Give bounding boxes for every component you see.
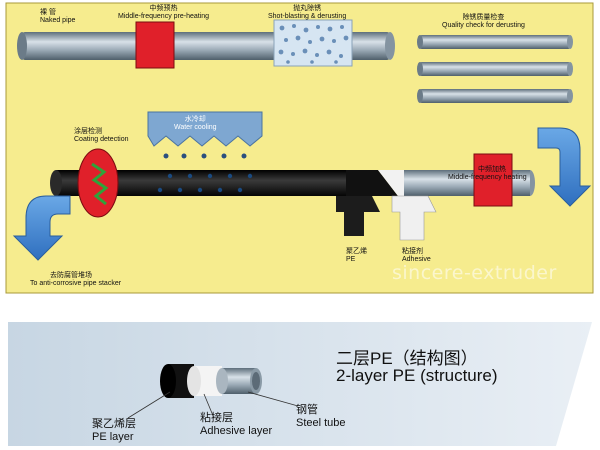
label-water-cooling: 水冷却 Water cooling — [174, 116, 217, 132]
pe-stream — [336, 196, 380, 236]
label-shot-blast-en: Shot-blasting & derusting — [268, 13, 347, 20]
label-coating-detection-en: Coating detection — [74, 136, 129, 143]
label-quality: 除锈质量检查 Quality check for derusting — [442, 14, 525, 30]
shot-blast-box — [273, 19, 353, 67]
label-pe-layer-en: PE layer — [92, 431, 134, 443]
label-adhesive-layer-zh: 粘接层 — [200, 412, 233, 424]
adhesive-stream — [391, 195, 437, 241]
label-coating-detection-zh: 涂层检测 — [74, 128, 102, 135]
label-water-cooling-en: Water cooling — [174, 124, 217, 131]
preheater-block — [135, 21, 175, 69]
structure-title-zh: 二层PE（结构图） — [336, 349, 478, 368]
label-steel-tube: 钢管 Steel tube — [296, 404, 346, 430]
label-stacker: 去防腐管堆场 To anti-corrosive pipe stacker — [30, 272, 121, 288]
watermark: sincere-extruder — [392, 262, 557, 284]
label-pe-zh: 聚乙烯 — [346, 248, 367, 255]
heater-block — [473, 153, 513, 207]
label-shot-blast-zh: 抛丸除锈 — [293, 5, 322, 12]
label-pe-en: PE — [346, 256, 356, 263]
label-pe: 聚乙烯 PE — [346, 248, 367, 264]
label-shot-blast: 抛丸除锈 Shot-blasting & derusting — [268, 5, 346, 21]
label-mf-preheat-zh: 中频预热 — [149, 5, 178, 12]
quality-check-pipes — [417, 35, 573, 103]
label-adhesive-layer: 粘接层 Adhesive layer — [200, 412, 272, 438]
label-adhesive-en: Adhesive — [402, 256, 431, 263]
label-pe-layer: 聚乙烯层 PE layer — [92, 418, 136, 444]
label-naked-pipe-en: Naked pipe — [40, 17, 76, 24]
water-cooling-box — [147, 111, 263, 159]
label-pe-layer-zh: 聚乙烯层 — [92, 418, 136, 430]
flow-arrow-right — [537, 127, 592, 207]
label-naked-pipe: 裸 管 Naked pipe — [40, 9, 75, 25]
label-adhesive-zh: 粘接剂 — [402, 248, 423, 255]
label-quality-zh: 除锈质量检查 — [462, 14, 505, 21]
label-mf-heating-zh: 中频加热 — [478, 166, 506, 173]
label-coating-detection: 涂层检测 Coating detection — [74, 128, 128, 144]
label-stacker-zh: 去防腐管堆场 — [50, 272, 92, 279]
label-quality-en: Quality check for derusting — [442, 22, 525, 29]
label-mf-preheat-en: Middle-frequency pre-heating — [118, 13, 210, 20]
label-adhesive-layer-en: Adhesive layer — [200, 425, 273, 437]
steel-leader — [247, 391, 299, 407]
label-mf-preheat: 中频预热 Middle-frequency pre-heating — [118, 5, 209, 21]
structure-panel — [8, 322, 592, 446]
label-naked-pipe-zh: 裸 管 — [40, 9, 56, 16]
label-adhesive: 粘接剂 Adhesive — [402, 248, 431, 264]
flow-arrow-left — [12, 195, 71, 261]
pe-leader — [127, 391, 171, 419]
label-water-cooling-zh: 水冷却 — [184, 116, 206, 123]
label-steel-tube-en: Steel tube — [296, 417, 346, 429]
structure-pipe — [160, 364, 262, 398]
label-steel-tube-zh: 钢管 — [296, 404, 318, 416]
adhesive-leader — [203, 393, 215, 419]
coating-detector — [77, 148, 119, 218]
label-mf-heating-en: Middle-frequency heating — [448, 174, 527, 181]
structure-title-en: 2-layer PE (structure) — [336, 366, 498, 385]
label-stacker-en: To anti-corrosive pipe stacker — [30, 280, 122, 287]
label-mf-heating: 中频加热 Middle-frequency heating — [448, 166, 527, 182]
